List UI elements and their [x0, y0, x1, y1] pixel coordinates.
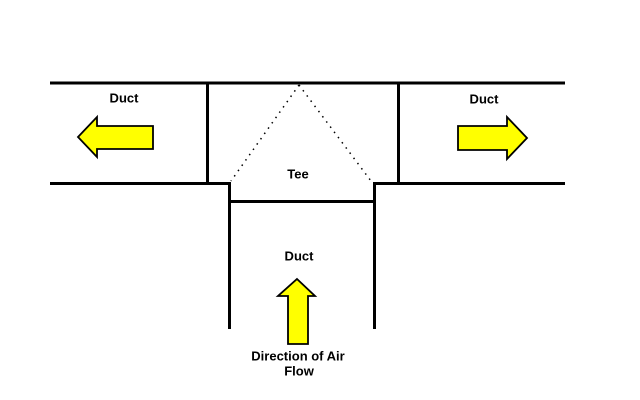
right-flow-arrow-icon: [457, 114, 529, 162]
up-flow-arrow-icon: [275, 277, 318, 345]
air-flow-caption-line1: Direction of Air: [251, 348, 345, 364]
bottom-duct-label: Duct: [284, 248, 314, 264]
air-flow-caption-line2: Flow: [284, 363, 314, 379]
tee-branch-dotted-left-line: [230, 84, 300, 182]
left-duct-label: Duct: [109, 90, 139, 106]
tee-label: Tee: [287, 166, 309, 182]
right-duct-label: Duct: [469, 91, 499, 107]
left-flow-arrow-icon: [76, 114, 154, 160]
tee-branch-dotted-right-line: [298, 84, 372, 182]
